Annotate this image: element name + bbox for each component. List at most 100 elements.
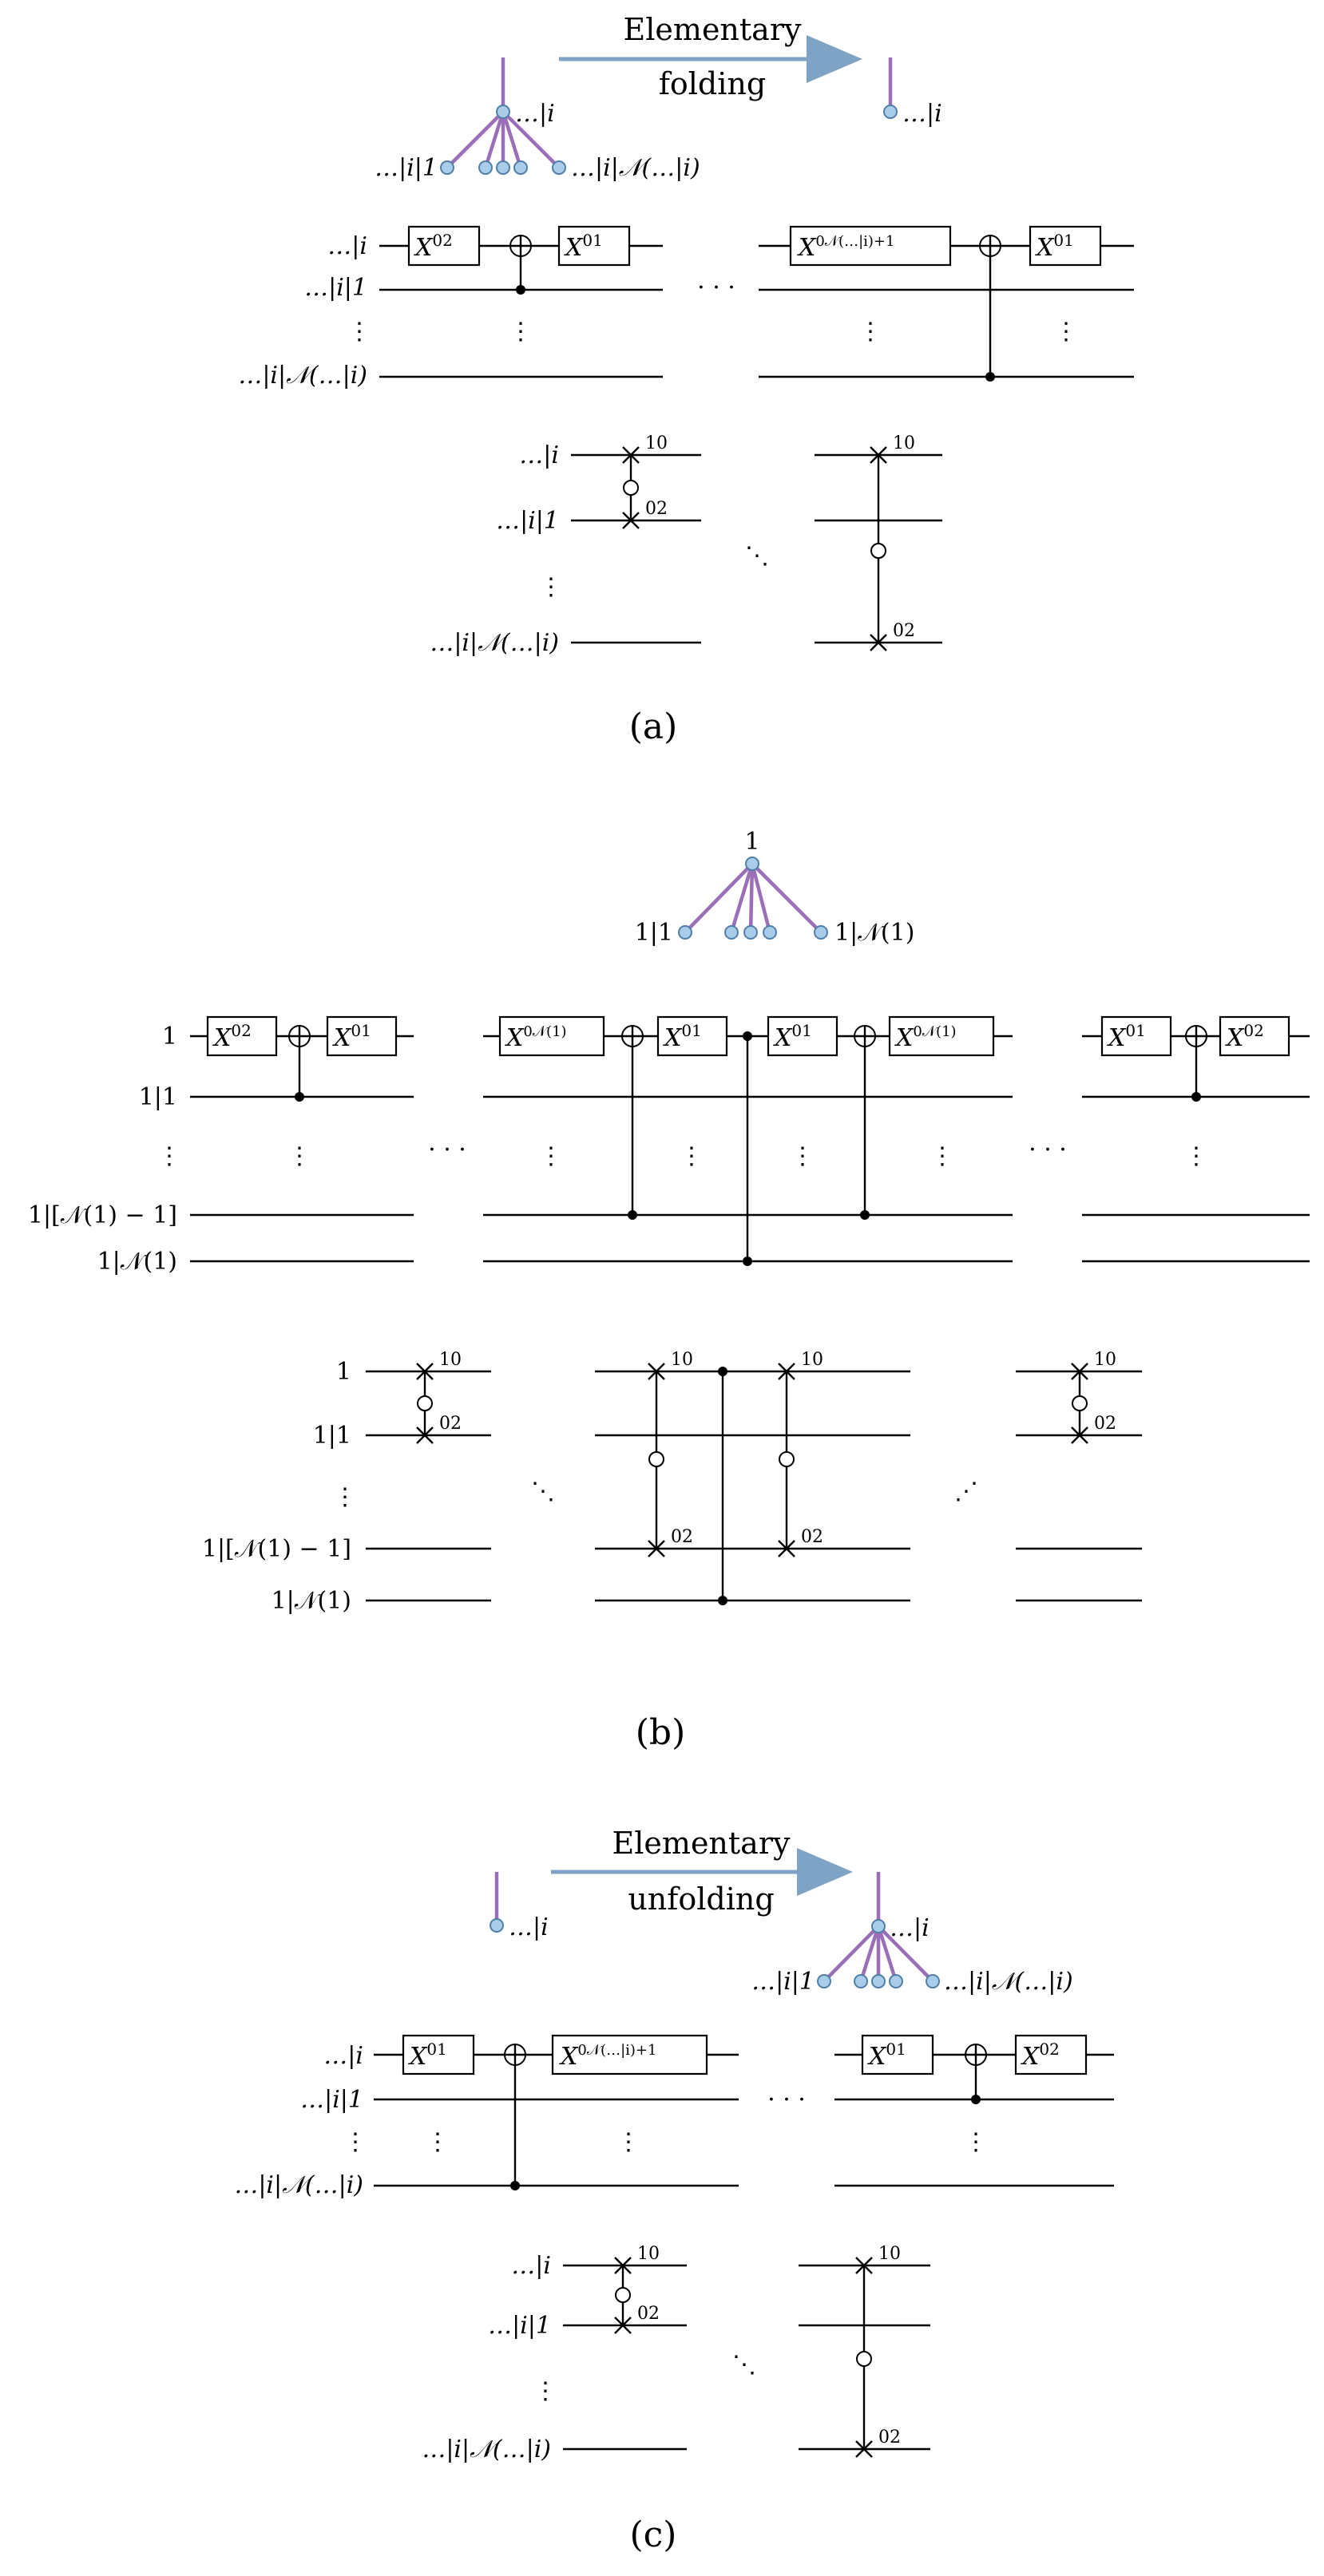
wire-label: …|i|𝒩(…|i) bbox=[238, 362, 367, 390]
gate-box bbox=[551, 2034, 708, 2075]
control-dot bbox=[985, 372, 995, 382]
swap-phase-marker bbox=[417, 1395, 433, 1411]
ddots: ⋱ bbox=[745, 542, 769, 570]
ddots: ⋱ bbox=[531, 1478, 555, 1506]
gate-label: X01 bbox=[867, 2040, 906, 2071]
gate-label: X02 bbox=[212, 1021, 252, 1052]
vdots: ⋮ bbox=[157, 1142, 181, 1170]
tree-diagram: 1 1|1 1|𝒩(1) bbox=[635, 828, 915, 947]
tree-child-node bbox=[478, 160, 493, 175]
start-node bbox=[490, 1918, 504, 1933]
gate-box bbox=[767, 1015, 838, 1057]
caption-a: (a) bbox=[629, 706, 678, 747]
wire-label: 1|1 bbox=[139, 1083, 177, 1111]
wire-label: …|i bbox=[327, 232, 367, 260]
caption-c: (c) bbox=[630, 2515, 677, 2555]
gate-box bbox=[557, 225, 631, 267]
hdots: · · · bbox=[428, 1136, 466, 1164]
vdots: ⋮ bbox=[1054, 318, 1078, 346]
swap-label-bottom: 02 bbox=[801, 1527, 823, 1547]
gate-label: X0𝒩(1) bbox=[894, 1023, 957, 1052]
gate-box bbox=[1014, 2034, 1088, 2075]
tree-child-node bbox=[926, 1974, 940, 1988]
tree-left-child-label: …|i|1 bbox=[375, 154, 438, 182]
tree-right-child-label: 1|𝒩(1) bbox=[834, 919, 914, 947]
circuit: …|i …|i|1 ⋮ …|i|𝒩(…|i) X01 X0𝒩(…|i)+1 ⋮ … bbox=[234, 2034, 1114, 2199]
wire-label: …|i|1 bbox=[496, 507, 559, 535]
unfold-arrow: Elementary unfolding bbox=[551, 1826, 853, 1917]
swap-label-bottom: 02 bbox=[1094, 1414, 1116, 1434]
wire-label: …|i|1 bbox=[304, 274, 367, 302]
tree-diagram: …|i …|i|1 …|i|𝒩(…|i) bbox=[751, 1872, 1073, 1996]
tree-root-label: …|i bbox=[515, 100, 555, 128]
vdots: ⋮ bbox=[791, 1142, 815, 1170]
swap-label-bottom: 02 bbox=[671, 1527, 693, 1547]
ddots: ⋰ bbox=[954, 1478, 978, 1506]
panel-b: 1 1|1 1|𝒩(1) 1 1|1 ⋮ 1|[𝒩(1) − 1] 1|𝒩(1) bbox=[28, 828, 1310, 1753]
vdots: ⋮ bbox=[1184, 1142, 1208, 1170]
swap-circuit: …|i …|i|1 ⋮ …|i|𝒩(…|i) 10 02 ⋱ 10 02 bbox=[422, 2244, 930, 2463]
tree-root-node bbox=[496, 105, 510, 119]
swap-phase-marker bbox=[648, 1451, 664, 1467]
gate-box bbox=[326, 1015, 398, 1057]
wire-label: 1|𝒩(1) bbox=[97, 1248, 177, 1276]
wire-label: …|i|𝒩(…|i) bbox=[430, 629, 559, 657]
vdots: ⋮ bbox=[347, 318, 371, 346]
gate-box bbox=[407, 225, 481, 267]
wire-label: 1|[𝒩(1) − 1] bbox=[202, 1535, 351, 1563]
tree-child-node bbox=[513, 160, 528, 175]
wire-label: 1|1 bbox=[313, 1422, 351, 1450]
wire-label: 1|𝒩(1) bbox=[272, 1587, 351, 1615]
arrow-label-bottom: folding bbox=[659, 66, 766, 101]
swap-phase-marker bbox=[856, 2351, 872, 2367]
wire-label: 1 bbox=[162, 1023, 177, 1051]
control-dot bbox=[743, 1031, 752, 1041]
gate-label: X01 bbox=[1107, 1021, 1146, 1052]
gate-label: X01 bbox=[663, 1021, 702, 1052]
control-dot bbox=[1191, 1092, 1201, 1102]
control-dot bbox=[516, 285, 525, 295]
vdots: ⋮ bbox=[343, 2128, 367, 2156]
swap-phase-marker bbox=[623, 480, 639, 496]
tree-child-node bbox=[552, 160, 566, 175]
wire-label: …|i bbox=[511, 2252, 551, 2280]
swap-label-top: 10 bbox=[878, 2244, 901, 2264]
gate-box bbox=[1100, 1015, 1172, 1057]
gate-label: X0𝒩(…|i)+1 bbox=[559, 2042, 656, 2071]
caption-b: (b) bbox=[636, 1712, 686, 1753]
swap-phase-marker bbox=[870, 543, 886, 559]
tree-right-child-label: …|i|𝒩(…|i) bbox=[571, 154, 700, 182]
fold-arrow: Elementary folding bbox=[559, 12, 862, 101]
gate-label: X02 bbox=[1021, 2040, 1060, 2071]
gate-label: X01 bbox=[564, 231, 603, 262]
tree-child-node bbox=[678, 925, 692, 940]
hdots: · · · bbox=[697, 274, 735, 302]
swap-label-top: 10 bbox=[671, 1350, 693, 1370]
control-dot bbox=[718, 1596, 727, 1605]
gate-label: X02 bbox=[414, 231, 453, 262]
arrow-label-bottom: unfolding bbox=[628, 1882, 774, 1917]
wire-label: 1 bbox=[336, 1358, 351, 1386]
circuit: 1 1|1 ⋮ 1|[𝒩(1) − 1] 1|𝒩(1) X02 X01 ⋮ · … bbox=[28, 1015, 1310, 1276]
swap-label-bottom: 02 bbox=[637, 2304, 660, 2324]
gate-label: X0𝒩(…|i)+1 bbox=[797, 233, 894, 262]
folded-node bbox=[883, 105, 898, 119]
tree-root-label: 1 bbox=[744, 828, 759, 856]
vdots: ⋮ bbox=[333, 1483, 357, 1511]
swap-phase-marker bbox=[615, 2287, 631, 2303]
tree-root-node bbox=[871, 1919, 886, 1933]
gate-box bbox=[1029, 225, 1102, 267]
vdots: ⋮ bbox=[539, 573, 563, 601]
tree-child-node bbox=[724, 925, 739, 940]
wire-label: …|i|1 bbox=[300, 2086, 363, 2114]
tree-child-node bbox=[814, 925, 828, 940]
control-dot bbox=[971, 2095, 981, 2104]
gate-box bbox=[402, 2034, 475, 2075]
panel-c: …|i Elementary unfolding …|i …|i|1 …|i|𝒩… bbox=[234, 1826, 1114, 2555]
arrow-label-top: Elementary bbox=[612, 1826, 791, 1861]
gate-box bbox=[789, 225, 952, 267]
tree-child-node bbox=[817, 1974, 831, 1988]
vdots: ⋮ bbox=[680, 1142, 704, 1170]
gate-label: X02 bbox=[1225, 1021, 1264, 1052]
